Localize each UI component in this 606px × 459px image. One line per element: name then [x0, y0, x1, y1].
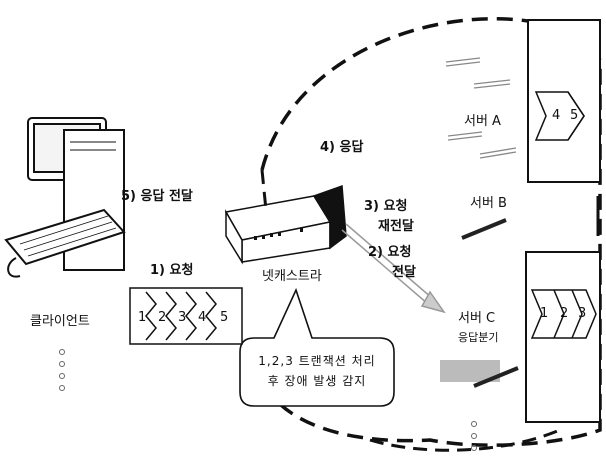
step2-label-line1: 2) 요청: [368, 246, 411, 259]
callout-line2: 후 장애 발생 감지: [244, 372, 390, 390]
step5-label: 5) 응답 전달: [121, 190, 193, 203]
server-a-hatch: [446, 58, 516, 158]
callout-line1: 1,2,3 트랜잭션 처리: [244, 352, 390, 370]
client-trail-dots: [60, 350, 65, 391]
client-queue-item: 1: [138, 310, 146, 325]
server-b-label: 서버 B: [470, 197, 507, 210]
server-a-queue-item: 4: [552, 108, 560, 123]
step4-label: 4) 응답: [320, 141, 363, 154]
netcastra-label: 넷캐스트라: [262, 270, 322, 283]
step3-label-line1: 3) 요청: [364, 200, 407, 213]
client-computer-icon: [6, 118, 124, 277]
step1-label: 1) 요청: [150, 264, 193, 277]
server-c-label: 서버 C: [458, 312, 495, 325]
client-queue-item: 2: [158, 310, 166, 325]
step3-label-line2: 재전달: [378, 220, 414, 233]
server-c-queue-item: 2: [560, 306, 568, 321]
step2-label-line2: 전달: [392, 266, 416, 279]
response-path: [262, 170, 266, 210]
server-a-label: 서버 A: [464, 115, 501, 128]
server-c-hatch: [440, 360, 518, 386]
client-label: 클라이언트: [30, 315, 90, 328]
client-queue-item: 4: [198, 310, 206, 325]
server-b-hatch: [462, 220, 506, 238]
netcastra-device-icon: [226, 186, 346, 262]
server-c-queue-item: 1: [540, 306, 548, 321]
client-queue-item: 3: [178, 310, 186, 325]
client-queue-item: 5: [220, 310, 228, 325]
response-distribute-label: 응답분기: [458, 332, 498, 343]
server-a-queue-item: 5: [570, 108, 578, 123]
server-c-queue-item: 3: [578, 306, 586, 321]
